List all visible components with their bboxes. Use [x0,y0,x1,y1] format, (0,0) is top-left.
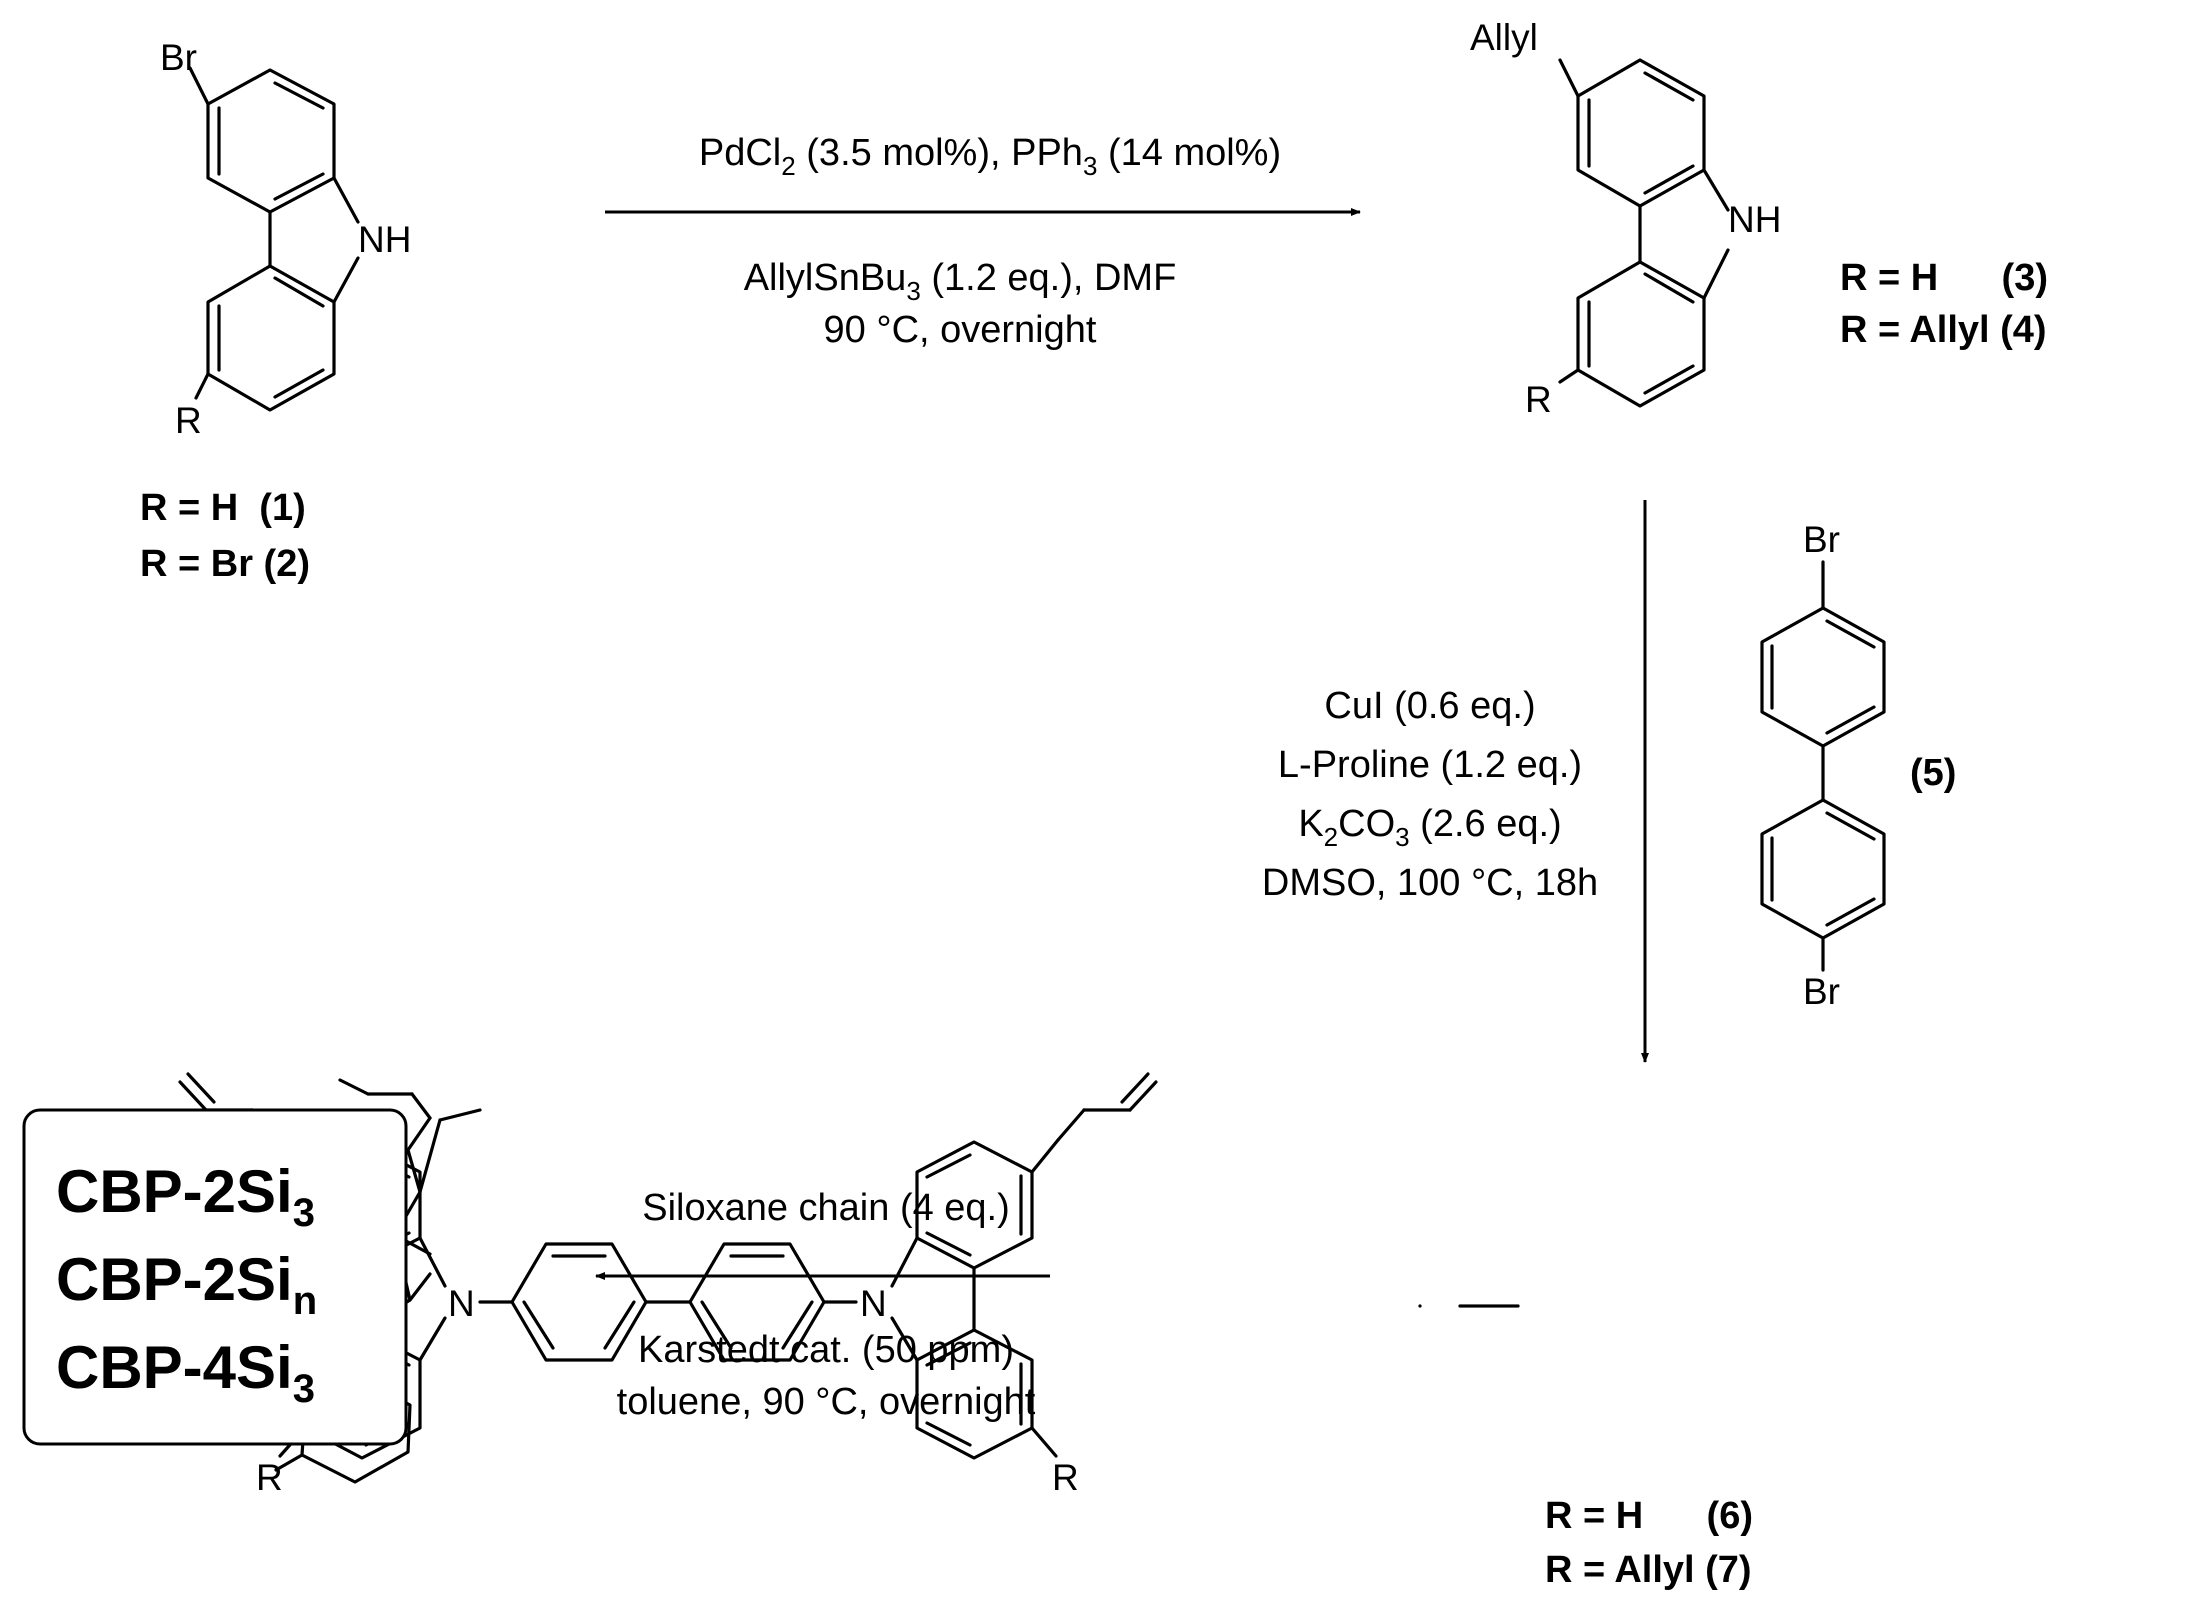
r-group-label-left: R [256,1457,283,1498]
nh-atom-label: NH [1728,199,1781,240]
bromine-atom-label-bottom: Br [1803,971,1840,1012]
carbazole-1-2-structure [188,66,360,412]
product-box [22,1108,408,1446]
dibromobiphenyl-structure [1760,560,1886,972]
compound-label-2: R = Br (2) [140,543,310,585]
compound-label-7: R = Allyl (7) [1545,1549,1752,1591]
r-group-label: R [1525,379,1552,420]
product-cbp-4si3: CBP-4Si3 [56,1334,315,1411]
step1-conditions-line1: PdCl2 (3.5 mol%), PPh3 (14 mol%) [699,132,1281,181]
product-cbp-2si3: CBP-2Si3 [56,1158,315,1235]
carbazole-3-4-structure [1558,58,1730,408]
r-group-label-right: R [1052,1457,1079,1498]
step1-conditions-line2: AllylSnBu3 (1.2 eq.), DMF [744,257,1177,306]
r-group-label: R [175,400,202,441]
compound-label-3: R = H (3) [1840,257,2048,299]
bromine-atom-label-top: Br [1803,519,1840,560]
compound-label-4: R = Allyl (4) [1840,309,2047,351]
compound-label-6: R = H (6) [1545,1495,1753,1537]
bromine-atom-label: Br [160,37,197,78]
step3-conditions-line3: toluene, 90 °C, overnight [617,1381,1036,1423]
nitrogen-atom-label-right: N [860,1283,887,1324]
nh-atom-label: NH [358,219,411,260]
allyl-group-label: Allyl [1470,17,1538,58]
compound-label-5: (5) [1910,752,1956,794]
nitrogen-atom-label-left: N [448,1283,475,1324]
step2-conditions-line4: DMSO, 100 °C, 18h [1262,862,1598,904]
step2-conditions-line3: K2CO3 (2.6 eq.) [1298,803,1561,852]
step2-conditions-line2: L-Proline (1.2 eq.) [1278,744,1582,786]
step1-conditions-line3: 90 °C, overnight [824,309,1097,351]
step3-conditions-line1: Siloxane chain (4 eq.) [642,1187,1010,1229]
product-cbp-2sin: CBP-2Sin [56,1246,317,1323]
compound-label-1: R = H (1) [140,487,306,529]
step2-conditions-line1: CuI (0.6 eq.) [1324,685,1535,727]
step3-conditions-line2: Karstedt cat. (50 ppm) [638,1329,1014,1371]
